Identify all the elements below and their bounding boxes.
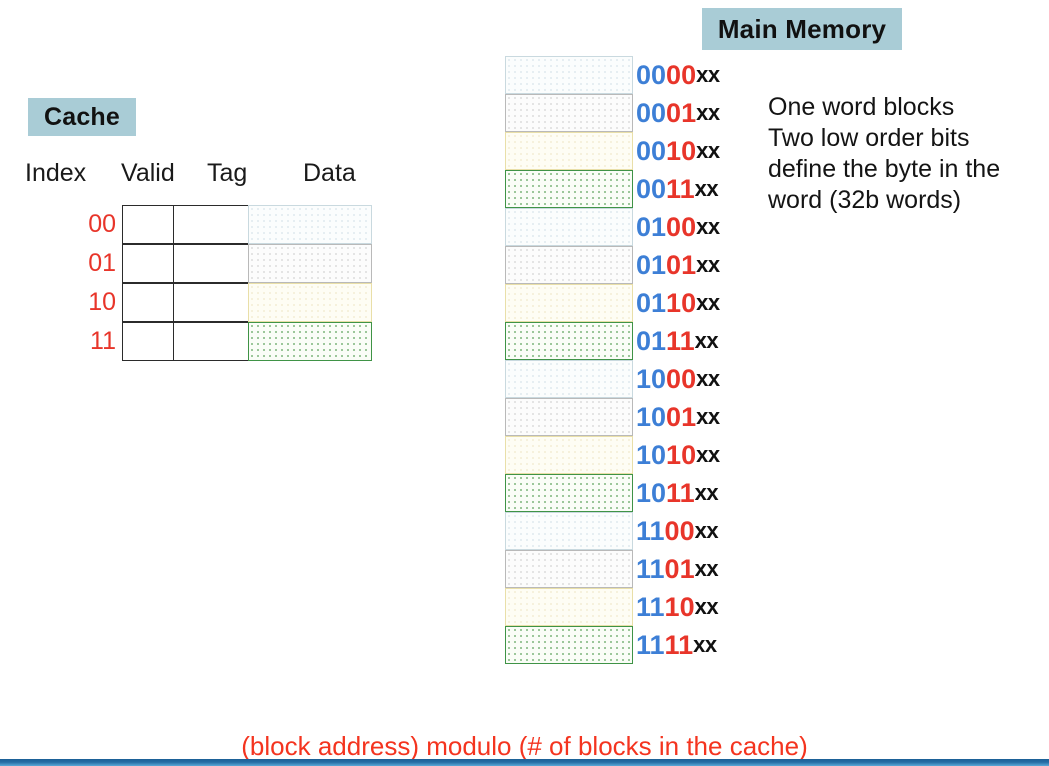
cache-row: 00 [88, 205, 372, 244]
main-memory-block-column [505, 56, 633, 664]
mapping-formula-caption: (block address) modulo (# of blocks in t… [241, 731, 808, 761]
cache-tag-cell[interactable] [173, 244, 249, 283]
memory-block[interactable] [505, 56, 633, 94]
memory-block[interactable] [505, 474, 633, 512]
memory-block[interactable] [505, 322, 633, 360]
cache-data-cell[interactable] [248, 322, 372, 361]
cache-table: 00 01 10 11 [88, 205, 372, 361]
cache-tag-cell[interactable] [173, 283, 249, 322]
memory-block[interactable] [505, 132, 633, 170]
main-memory-note: One word blocks Two low order bits defin… [768, 92, 1043, 216]
cache-tag-cell[interactable] [173, 205, 249, 244]
cache-header-tag: Tag [207, 159, 248, 187]
note-line: One word blocks [768, 93, 955, 121]
note-line: word (32b words) [768, 186, 962, 214]
cache-header-valid: Valid [121, 159, 175, 187]
cache-tag-cell[interactable] [173, 322, 249, 361]
cache-data-cell[interactable] [248, 244, 372, 283]
cache-row: 10 [88, 283, 372, 322]
cache-index-label: 11 [90, 327, 116, 355]
cache-header-data: Data [303, 159, 356, 187]
cache-valid-cell[interactable] [122, 244, 174, 283]
memory-block[interactable] [505, 626, 633, 664]
cache-column-headers: Index Valid Tag Data [25, 159, 385, 189]
cache-index-label: 01 [88, 249, 116, 277]
bottom-accent-bar [0, 759, 1049, 766]
memory-block[interactable] [505, 94, 633, 132]
memory-block[interactable] [505, 588, 633, 626]
main-memory-title-badge: Main Memory [702, 8, 902, 50]
cache-valid-cell[interactable] [122, 283, 174, 322]
memory-block[interactable] [505, 246, 633, 284]
memory-block[interactable] [505, 550, 633, 588]
note-line: define the byte in the [768, 155, 1001, 183]
note-line: Two low order bits [768, 124, 970, 152]
cache-title-badge: Cache [28, 98, 136, 136]
cache-index-label: 10 [88, 288, 116, 316]
memory-block[interactable] [505, 436, 633, 474]
cache-index-label: 00 [88, 210, 116, 238]
memory-block[interactable] [505, 284, 633, 322]
memory-block[interactable] [505, 360, 633, 398]
memory-block[interactable] [505, 208, 633, 246]
cache-valid-cell[interactable] [122, 322, 174, 361]
memory-block[interactable] [505, 170, 633, 208]
cache-valid-cell[interactable] [122, 205, 174, 244]
cache-row: 11 [90, 322, 372, 361]
cache-data-cell[interactable] [248, 283, 372, 322]
cache-header-index: Index [25, 159, 87, 187]
cache-data-cell[interactable] [248, 205, 372, 244]
cache-row: 01 [88, 244, 372, 283]
memory-block[interactable] [505, 512, 633, 550]
memory-block[interactable] [505, 398, 633, 436]
